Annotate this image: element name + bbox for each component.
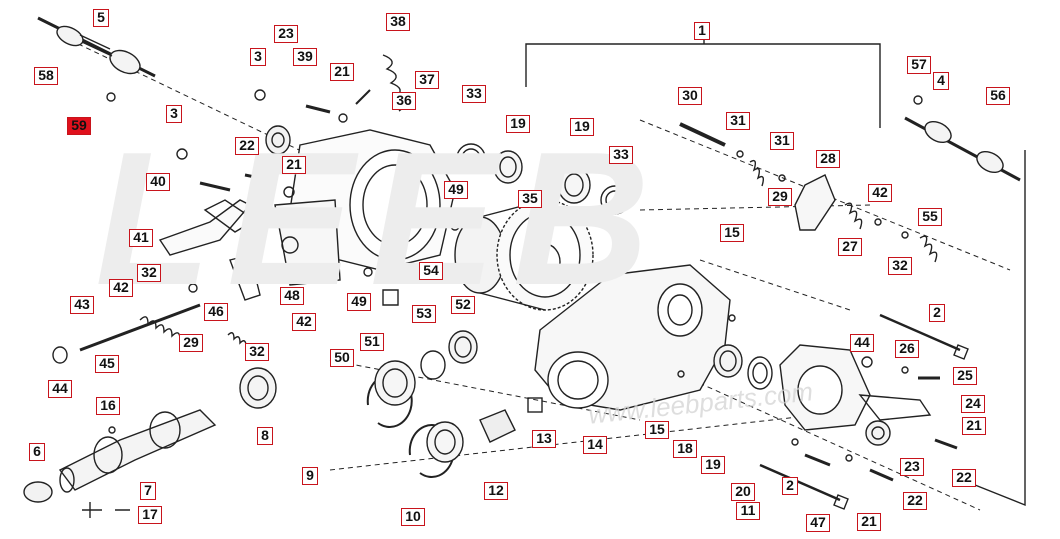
callout-33: 33 [462, 85, 486, 103]
callout-8: 8 [257, 427, 273, 445]
callout-35: 35 [518, 190, 542, 208]
callout-22: 22 [235, 137, 259, 155]
callout-58: 58 [34, 67, 58, 85]
callout-29: 29 [179, 334, 203, 352]
callout-46: 46 [204, 303, 228, 321]
callout-54: 54 [419, 262, 443, 280]
callout-9: 9 [302, 467, 318, 485]
callout-40: 40 [146, 173, 170, 191]
callout-48: 48 [280, 287, 304, 305]
callout-5: 5 [93, 9, 109, 27]
callout-15: 15 [720, 224, 744, 242]
callout-37: 37 [415, 71, 439, 89]
callout-39: 39 [293, 48, 317, 66]
callout-2: 2 [782, 477, 798, 495]
callout-30: 30 [678, 87, 702, 105]
axle-shaft-upper-right [904, 116, 1021, 182]
callout-3: 3 [250, 48, 266, 66]
callout-27: 27 [838, 238, 862, 256]
callout-45: 45 [95, 355, 119, 373]
callout-49: 49 [347, 293, 371, 311]
callout-44: 44 [850, 334, 874, 352]
callout-13: 13 [532, 430, 556, 448]
callout-19: 19 [570, 118, 594, 136]
callout-23: 23 [274, 25, 298, 43]
callout-56: 56 [986, 87, 1010, 105]
callout-28: 28 [816, 150, 840, 168]
callout-3: 3 [166, 105, 182, 123]
bracket-4 [974, 150, 1026, 507]
propeller-shaft [58, 409, 217, 493]
callout-7: 7 [140, 482, 156, 500]
watermark-logo: LEEB [95, 113, 666, 325]
callout-42: 42 [868, 184, 892, 202]
callout-16: 16 [96, 397, 120, 415]
callout-6: 6 [29, 443, 45, 461]
callout-51: 51 [360, 333, 384, 351]
callout-49: 49 [444, 181, 468, 199]
callout-4: 4 [933, 72, 949, 90]
callout-50: 50 [330, 349, 354, 367]
callout-32: 32 [137, 264, 161, 282]
callout-44: 44 [48, 380, 72, 398]
callout-21: 21 [330, 63, 354, 81]
callout-36: 36 [392, 92, 416, 110]
callout-25: 25 [953, 367, 977, 385]
callout-15: 15 [645, 421, 669, 439]
callout-32: 32 [888, 257, 912, 275]
callout-31: 31 [726, 112, 750, 130]
callout-23: 23 [900, 458, 924, 476]
callout-1: 1 [694, 22, 710, 40]
ring-gear [454, 199, 594, 311]
callout-11: 11 [736, 502, 760, 520]
callout-19: 19 [506, 115, 530, 133]
callout-31: 31 [770, 132, 794, 150]
callout-20: 20 [731, 483, 755, 501]
callout-59: 59 [67, 117, 91, 135]
transfer-case-housing-left [274, 129, 456, 286]
callout-21: 21 [282, 156, 306, 174]
callout-43: 43 [70, 296, 94, 314]
callout-32: 32 [245, 343, 269, 361]
callout-12: 12 [484, 482, 508, 500]
callout-47: 47 [806, 514, 830, 532]
callout-41: 41 [129, 229, 153, 247]
callout-26: 26 [895, 340, 919, 358]
callout-22: 22 [952, 469, 976, 487]
callout-24: 24 [961, 395, 985, 413]
callout-38: 38 [386, 13, 410, 31]
main-case-housing [534, 264, 731, 411]
bracket-1 [525, 43, 881, 128]
callout-22: 22 [903, 492, 927, 510]
callout-55: 55 [918, 208, 942, 226]
axle-shaft-upper-left [37, 16, 156, 78]
callout-17: 17 [138, 506, 162, 524]
callout-42: 42 [292, 313, 316, 331]
callout-42: 42 [109, 279, 133, 297]
callout-33: 33 [609, 146, 633, 164]
callout-57: 57 [907, 56, 931, 74]
callout-52: 52 [451, 296, 475, 314]
callout-18: 18 [673, 440, 697, 458]
callout-29: 29 [768, 188, 792, 206]
callout-14: 14 [583, 436, 607, 454]
callout-21: 21 [857, 513, 881, 531]
callout-19: 19 [701, 456, 725, 474]
callout-21: 21 [962, 417, 986, 435]
callout-53: 53 [412, 305, 436, 323]
rear-cover [779, 344, 932, 431]
callout-2: 2 [929, 304, 945, 322]
callout-10: 10 [401, 508, 425, 526]
